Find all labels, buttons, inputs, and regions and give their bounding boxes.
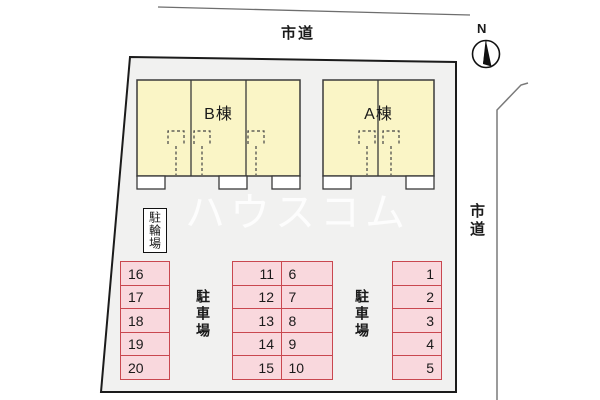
bicycle-parking-box: 駐輪場	[143, 208, 167, 253]
building-b-porch	[218, 175, 248, 190]
parking-space-9: 9	[280, 331, 333, 357]
parking-space-19: 19	[120, 331, 170, 357]
parking-space-2: 2	[392, 284, 442, 310]
parking-space-15: 15	[232, 355, 282, 380]
parking-lot-label-left: 駐車場	[195, 289, 211, 340]
parking-space-10: 10	[280, 355, 333, 380]
parking-space-7: 7	[280, 284, 333, 310]
top-road-line	[157, 6, 471, 16]
building-a-porch	[405, 175, 435, 190]
building-b-porch	[136, 175, 166, 190]
building-b-porch	[271, 175, 301, 190]
parking-lot-label-right: 駐車場	[354, 289, 370, 340]
parking-space-13: 13	[232, 308, 282, 333]
entry-stairs-icon	[358, 130, 376, 144]
parking-space-12: 12	[232, 284, 282, 310]
top-road-label: 市道	[281, 25, 316, 42]
parking-space-4: 4	[392, 331, 442, 357]
parking-space-11: 11	[232, 261, 282, 286]
compass-icon	[471, 39, 501, 69]
right-road-line	[496, 82, 529, 400]
parking-space-14: 14	[232, 331, 282, 357]
bicycle-parking-label: 駐輪場	[147, 211, 162, 250]
entry-stairs-icon	[193, 130, 211, 144]
parking-space-1: 1	[392, 261, 442, 286]
entry-stairs-icon	[167, 130, 185, 144]
parking-space-8: 8	[280, 308, 333, 333]
entry-stair-marks	[167, 130, 400, 175]
entry-stairs-icon	[247, 130, 265, 144]
parking-space-18: 18	[120, 308, 170, 333]
parking-space-16: 16	[120, 261, 170, 286]
building-b-label: B棟	[204, 106, 233, 123]
parking-space-5: 5	[392, 355, 442, 380]
parking-space-6: 6	[280, 261, 333, 286]
parking-space-3: 3	[392, 308, 442, 333]
building-a	[322, 79, 435, 190]
entry-stairs-icon	[382, 130, 400, 144]
right-road-label: 市道	[468, 203, 485, 239]
parking-space-20: 20	[120, 355, 170, 380]
parking-space-17: 17	[120, 284, 170, 310]
building-a-porch	[322, 175, 352, 190]
building-a-label: A棟	[364, 106, 393, 123]
compass-north-label: N	[477, 21, 487, 36]
building-b	[136, 79, 301, 190]
